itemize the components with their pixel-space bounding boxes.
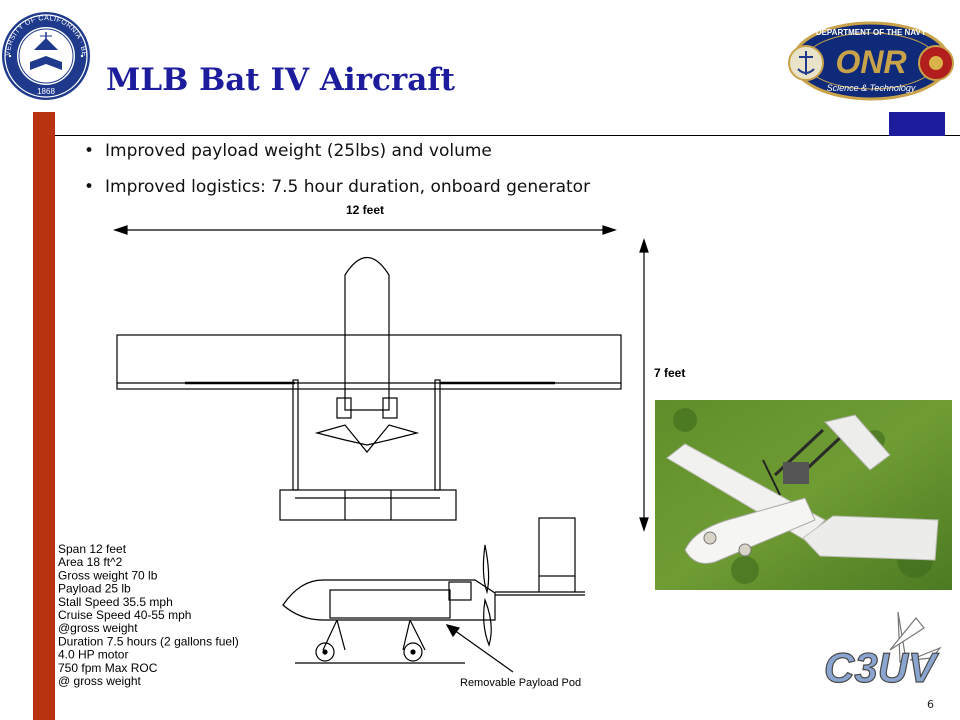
title-divider (55, 135, 960, 136)
page-number: 6 (927, 698, 934, 711)
spec-line: @gross weight (58, 621, 138, 635)
corner-accent-square (889, 112, 945, 136)
onr-logo: DEPARTMENT OF THE NAVY ONR Science & Tec… (788, 21, 954, 101)
onr-tagline: Science & Technology (827, 83, 916, 93)
spec-line: Gross weight 70 lb (58, 568, 158, 582)
uc-berkeley-seal-logo: THE UNIVERSITY OF CALIFORNIA · BERKELEY … (0, 10, 90, 100)
seal-year: 1868 (37, 87, 55, 96)
spec-line: @ gross weight (58, 674, 142, 688)
spec-line: Cruise Speed 40-55 mph (58, 608, 191, 622)
onr-dept-text: DEPARTMENT OF THE NAVY (816, 28, 927, 37)
bullet-dot-icon: • (84, 177, 95, 197)
spec-line: 4.0 HP motor (58, 648, 128, 662)
span-dimension-label: 12 feet (346, 203, 384, 217)
main-wing (116, 334, 622, 390)
spec-line: Span 12 feet (58, 542, 127, 556)
c3uv-text: C3UV (824, 644, 939, 691)
bullet-text-2: Improved logistics: 7.5 hour duration, o… (105, 177, 591, 197)
spec-line: Stall Speed 35.5 mph (58, 595, 173, 609)
onr-mark-text: ONR (835, 44, 906, 80)
aircraft-technical-drawing: 12 feet 7 feet Removable Payload Pod Spa… (58, 203, 685, 689)
tail-surface (279, 489, 457, 521)
bullet-item-1: • Improved payload weight (25lbs) and vol… (84, 141, 492, 161)
bullet-text-1: Improved payload weight (25lbs) and volu… (105, 141, 492, 161)
length-dimension-label: 7 feet (654, 366, 685, 380)
spec-line: Duration 7.5 hours (2 gallons fuel) (58, 634, 239, 648)
spec-line: Area 18 ft^2 (58, 555, 123, 569)
left-accent-bar (33, 112, 55, 720)
fuselage-top-view (344, 257, 390, 411)
side-view-fuselage (282, 579, 496, 621)
slide-title: MLB Bat IV Aircraft (106, 62, 455, 98)
bullet-item-2: • Improved logistics: 7.5 hour duration, … (84, 177, 590, 197)
bullet-dot-icon: • (84, 141, 95, 161)
vertical-tail (538, 517, 576, 577)
aircraft-photo (655, 400, 952, 590)
spec-line: 750 fpm Max ROC (58, 661, 158, 675)
pod-label: Removable Payload Pod (460, 677, 581, 689)
spec-line: Payload 25 lb (58, 582, 131, 596)
c3uv-logo: C3UV (823, 611, 942, 692)
